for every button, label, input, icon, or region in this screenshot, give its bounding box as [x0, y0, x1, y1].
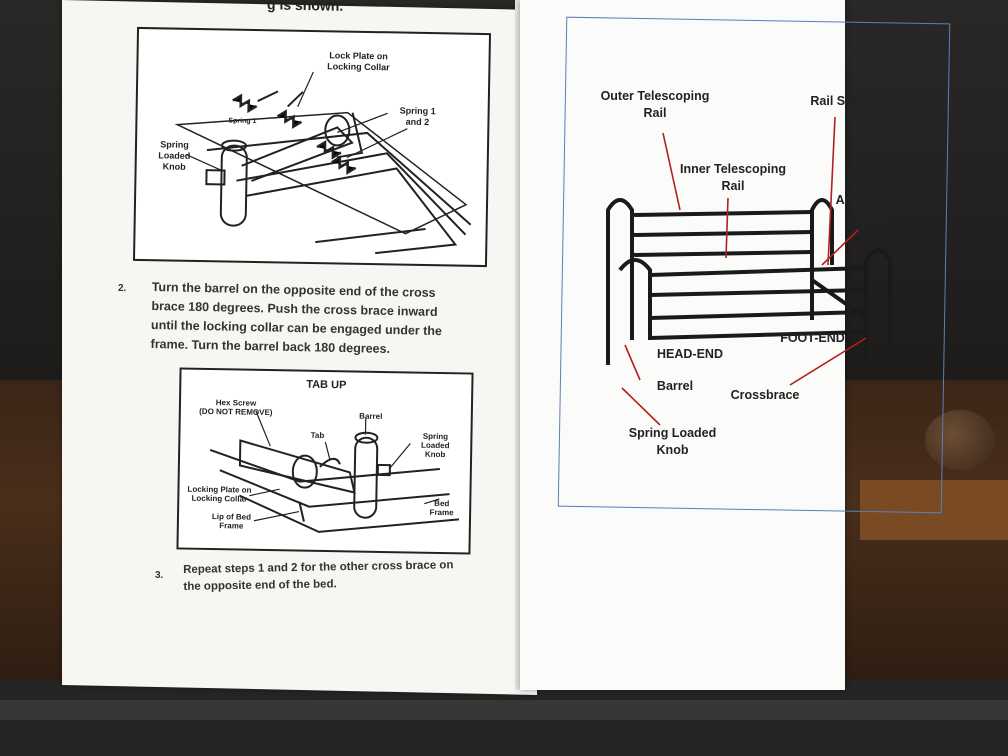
label-rail-stop: Rail Stop: [810, 94, 865, 108]
step-3-number: 3.: [155, 570, 164, 581]
label-head-end: HEAD-END: [657, 347, 723, 361]
figure-tab-up-drawing: [209, 410, 460, 533]
background-wood-panel: [860, 480, 1008, 540]
background-metal-bar: [0, 700, 1008, 720]
label-upper-adjustment-hole: Upper Adjustment Hole: [835, 176, 905, 224]
label-spring-loaded-knob-rail: Spring Loaded Knob: [628, 426, 717, 457]
label-foot-end: FOOT-END: [780, 331, 845, 345]
figure-locking-collar: Lock Plate on Locking Collar Spring 1 an…: [132, 26, 492, 268]
step-2-number: 2.: [118, 283, 127, 294]
right-page: [520, 0, 845, 690]
label-barrel-rail: Barrel: [656, 379, 694, 393]
label-crossbrace: Crossbrace: [730, 388, 800, 402]
background-knob: [925, 410, 995, 470]
figure-tab-up: TAB UP Hex Screw (DO NOT REMOVE) Barrel …: [176, 367, 474, 555]
figure-locking-collar-drawing: [174, 71, 472, 255]
label-outer-telescoping-rail: Outer Telescoping Rail: [600, 89, 710, 120]
label-inner-telescoping-rail: Inner Telescoping Rail: [679, 162, 787, 193]
